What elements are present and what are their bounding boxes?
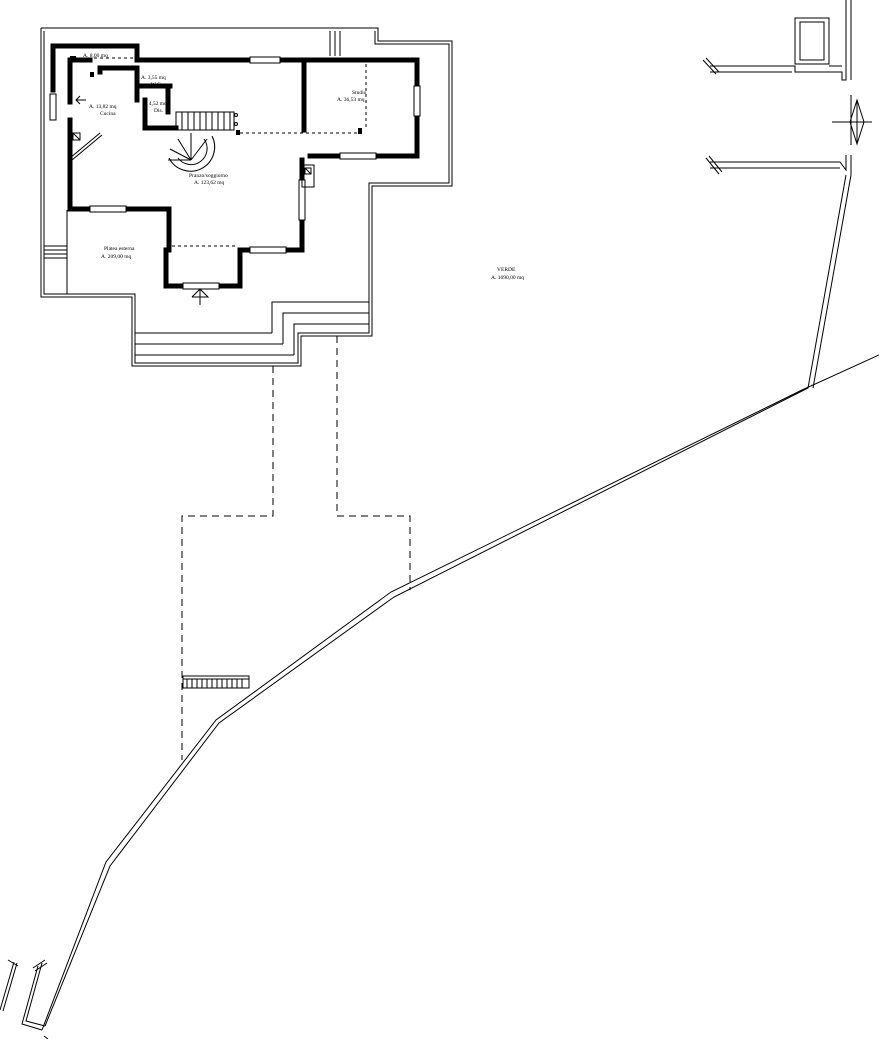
entrance-arrow-icon: [191, 288, 210, 305]
cucina-area-label: A. 13,82 mq: [89, 104, 117, 110]
wc-area-label: A. 3,55 mq: [141, 75, 166, 81]
room-labels: A. 8,00 mq A. 3,55 mq W.C. A. 4,52 mq Di…: [83, 53, 524, 281]
cucina-name-label: Cucina: [100, 111, 116, 117]
lower-stair: [182, 675, 250, 689]
straight-stair: [175, 111, 238, 131]
windows: [49, 56, 421, 290]
platea-area-label: A. 209,00 mq: [101, 254, 132, 260]
pranzo-name-label: Pranzo/soggiorno: [189, 173, 228, 179]
compass-icon: [832, 98, 872, 146]
spiral-stair: [168, 133, 216, 172]
wc-name-label: W.C.: [151, 82, 163, 88]
ripostiglio-area-label: A. 8,00 mq: [83, 53, 108, 59]
platea-name-label: Platea esterna: [104, 246, 135, 252]
studio-name-label: Studio: [352, 90, 367, 96]
kitchen-features: [69, 56, 362, 188]
dashed-lines: [70, 57, 367, 247]
disimpegno-area-label: A. 4,52 mq: [142, 101, 167, 107]
disimpegno-name-label: Dis.: [154, 108, 164, 114]
kitchen-arrow-icon: [75, 95, 86, 105]
neighbor-building: [702, 0, 852, 175]
pranzo-area-label: A. 123,62 mq: [194, 180, 225, 186]
studio-area-label: A. 36,53 mq: [337, 97, 365, 103]
plot-boundary: [0, 174, 879, 1039]
terrace-outline: [40, 27, 453, 367]
verde-area-label: A. 1690,00 mq: [491, 275, 524, 281]
verde-name-label: VERDE: [497, 267, 516, 273]
garden-path-dashed: [181, 336, 411, 760]
